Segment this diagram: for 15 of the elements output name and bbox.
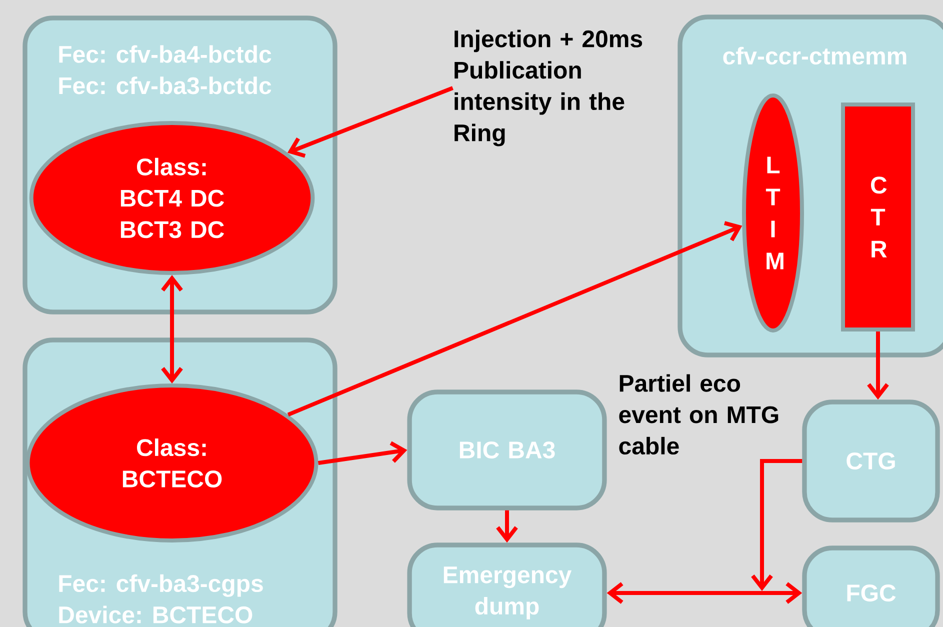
arrow — [751, 459, 802, 591]
rounded-box: FGC — [802, 546, 940, 627]
annotation-text: Injection + 20ms Publication intensity in the Ring — [454, 30, 642, 146]
arrow — [496, 510, 518, 543]
arrow — [161, 275, 183, 384]
arrow — [287, 221, 742, 417]
note-text: Partiel eco event on MTG cable — [619, 374, 778, 455]
arrow — [867, 332, 889, 400]
rounded-box: BIC BA3 — [407, 390, 607, 510]
rounded-box: Emergency dump — [407, 542, 607, 627]
rounded-box: CTG — [802, 400, 940, 522]
arrow — [287, 86, 454, 158]
arrow — [606, 582, 802, 604]
rectangle: C T R — [841, 102, 915, 332]
arrow — [318, 441, 408, 465]
